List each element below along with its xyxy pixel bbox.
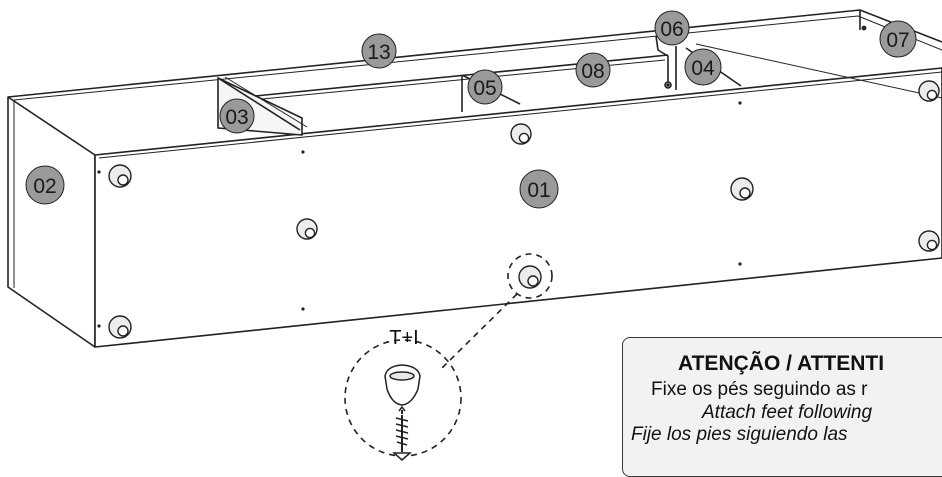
part-label-13: 13 [367, 41, 390, 64]
cabinet-drawing [7, 9, 942, 348]
foot-holes [108, 80, 940, 339]
part-label-01: 01 [527, 179, 550, 202]
foot-hole [918, 80, 940, 102]
part-badge-05: 05 [467, 69, 503, 105]
part-badge-08: 08 [575, 52, 611, 88]
part-badge-01: 01 [519, 169, 559, 209]
attention-note: ATENÇÃO / ATTENTI Fixe os pés seguindo a… [622, 337, 942, 477]
foot-hole [108, 164, 132, 188]
note-line-en: Attach feet following [702, 402, 873, 423]
foot-icon [384, 364, 421, 406]
foot-hole [918, 230, 940, 252]
part-label-02: 02 [33, 175, 56, 198]
foot-hole [108, 315, 132, 339]
foot-hardware-label: T+I [389, 327, 418, 349]
assembly-diagram: 01 02 03 04 05 06 07 08 13 T+I [7, 9, 942, 461]
part-label-04: 04 [691, 57, 715, 80]
foot-hole [518, 265, 542, 289]
note-line-pt: Fixe os pés seguindo as r [651, 379, 868, 400]
part-label-05: 05 [473, 77, 496, 100]
part-label-03: 03 [225, 106, 248, 129]
note-title: ATENÇÃO / ATTENTI [678, 352, 885, 375]
screw-icon [392, 405, 412, 461]
part-badge-02: 02 [25, 165, 65, 205]
note-line-es: Fije los pies siguiendo las [631, 424, 848, 445]
part-badges: 01 02 03 04 05 06 07 08 13 [25, 10, 917, 209]
part-badge-07: 07 [879, 20, 917, 58]
foot-hardware [384, 364, 421, 461]
part-badge-03: 03 [219, 98, 255, 134]
part-label-07: 07 [886, 29, 909, 52]
part-badge-06: 06 [654, 10, 690, 46]
foot-hole [296, 218, 318, 240]
part-label-06: 06 [660, 18, 683, 41]
part-badge-13: 13 [361, 33, 397, 69]
foot-hole [510, 123, 532, 145]
foot-hole [730, 177, 754, 201]
part-label-08: 08 [581, 60, 604, 83]
part-badge-04: 04 [684, 48, 722, 86]
